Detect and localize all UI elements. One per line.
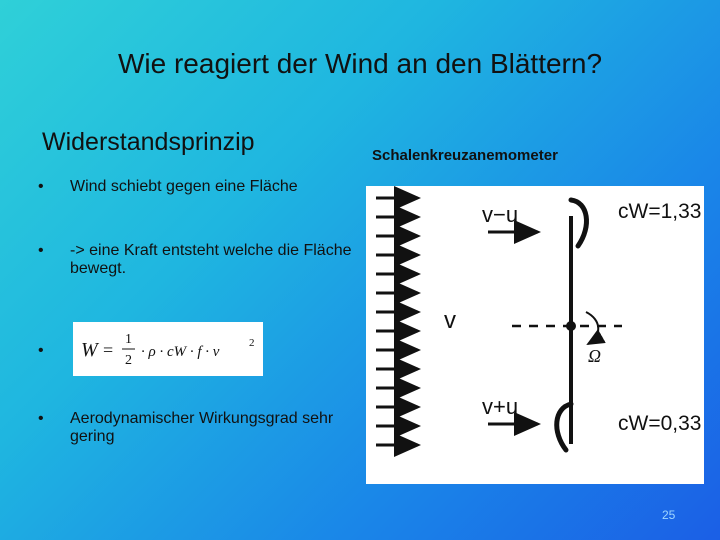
pivot [566, 321, 576, 331]
wind-speed-label: v [444, 307, 456, 334]
bullet-item: Wind schiebt gegen eine Fläche [38, 178, 380, 196]
formula-lhs: W [81, 339, 100, 361]
bullet-text: Wind schiebt gegen eine Fläche [70, 178, 298, 195]
formula-exponent: 2 [249, 337, 255, 349]
bullet-text: Aerodynamischer Wirkungsgrad sehr gering [70, 410, 334, 445]
diagram-caption: Schalenkreuzanemometer [372, 147, 558, 164]
top-cup [568, 197, 589, 249]
formula-denominator: 2 [125, 353, 132, 368]
top-velocity-label: v−u [482, 202, 518, 227]
bottom-velocity-label: v+u [482, 394, 518, 419]
page-number: 25 [662, 508, 676, 522]
omega-label: Ω [588, 346, 601, 366]
bullet-text: -> eine Kraft entsteht welche die Fläche… [70, 242, 352, 277]
section-heading: Widerstandsprinzip [42, 128, 255, 156]
slide-title: Wie reagiert der Wind an den Blättern? [117, 48, 603, 79]
formula-rest: · ρ · cW · f · v [141, 344, 220, 360]
bullet-item: -> eine Kraft entsteht welche die Fläche… [38, 242, 380, 278]
formula-numerator: 1 [125, 332, 132, 347]
cw-top-label: cW=1,33 [618, 200, 701, 223]
bullet-item: Aerodynamischer Wirkungsgrad sehr gering [38, 410, 380, 446]
rotation-arc [585, 311, 606, 345]
cw-bottom-label: cW=0,33 [618, 412, 701, 435]
drag-force-formula: W = 1 2 · ρ · cW · f · v 2 [73, 322, 263, 376]
formula-equals: = [103, 340, 113, 360]
wind-arrows [376, 186, 421, 457]
anemometer-diagram: v v−u v+u Ω cW=1,33 cW=0,33 [366, 186, 704, 484]
bottom-cup [554, 401, 574, 453]
